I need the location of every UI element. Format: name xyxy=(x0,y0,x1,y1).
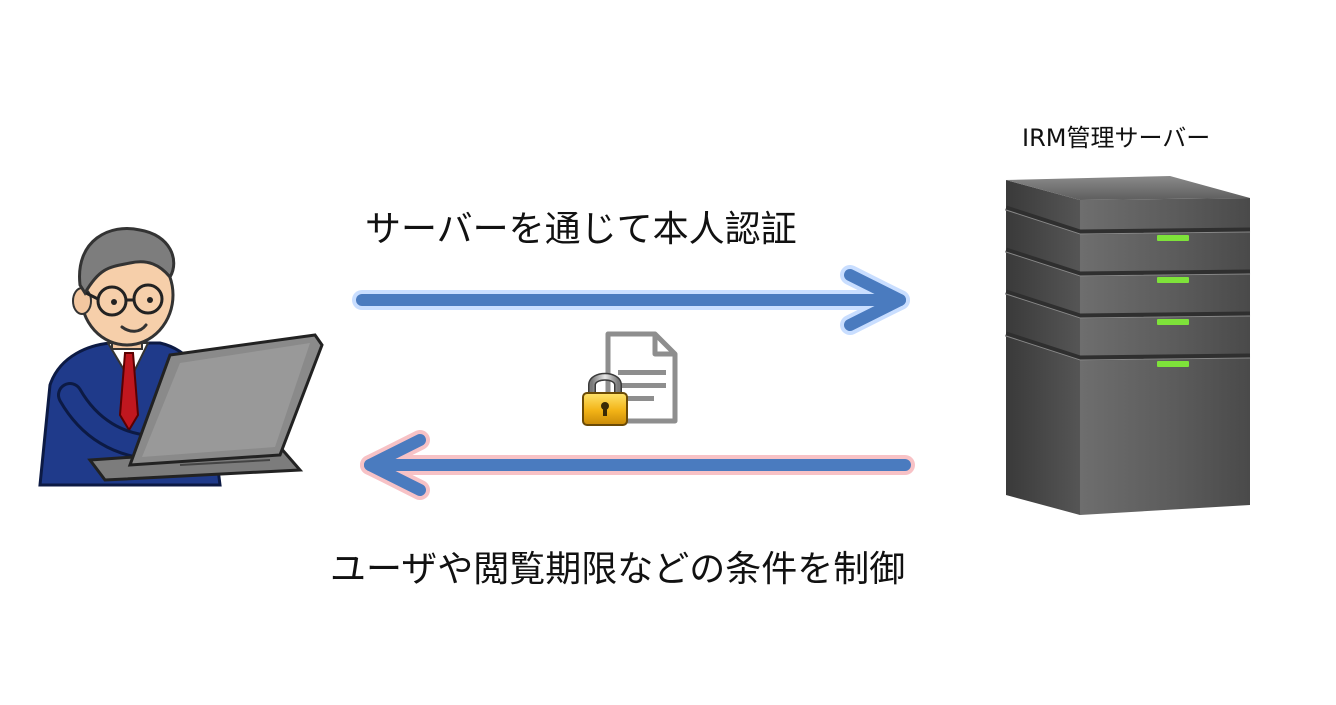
server-tower-icon xyxy=(1005,176,1251,515)
server-leds xyxy=(1157,235,1189,367)
arrow-to-user xyxy=(360,430,915,500)
authentication-caption: サーバーを通じて本人認証 xyxy=(365,209,797,250)
padlock-icon xyxy=(582,372,628,426)
server-led xyxy=(1157,361,1189,367)
arrow-to-server xyxy=(352,265,910,335)
server-led xyxy=(1157,235,1189,241)
server-label: IRM管理サーバー xyxy=(1022,124,1211,152)
server-bays xyxy=(1005,205,1251,361)
server-led xyxy=(1157,319,1189,325)
arrow-right-shaft xyxy=(356,269,906,331)
server-led xyxy=(1157,277,1189,283)
businessman-at-laptop-icon xyxy=(38,227,324,487)
control-caption: ユーザや閲覧期限などの条件を制御 xyxy=(330,549,906,590)
arrow-left-shaft xyxy=(364,434,911,496)
